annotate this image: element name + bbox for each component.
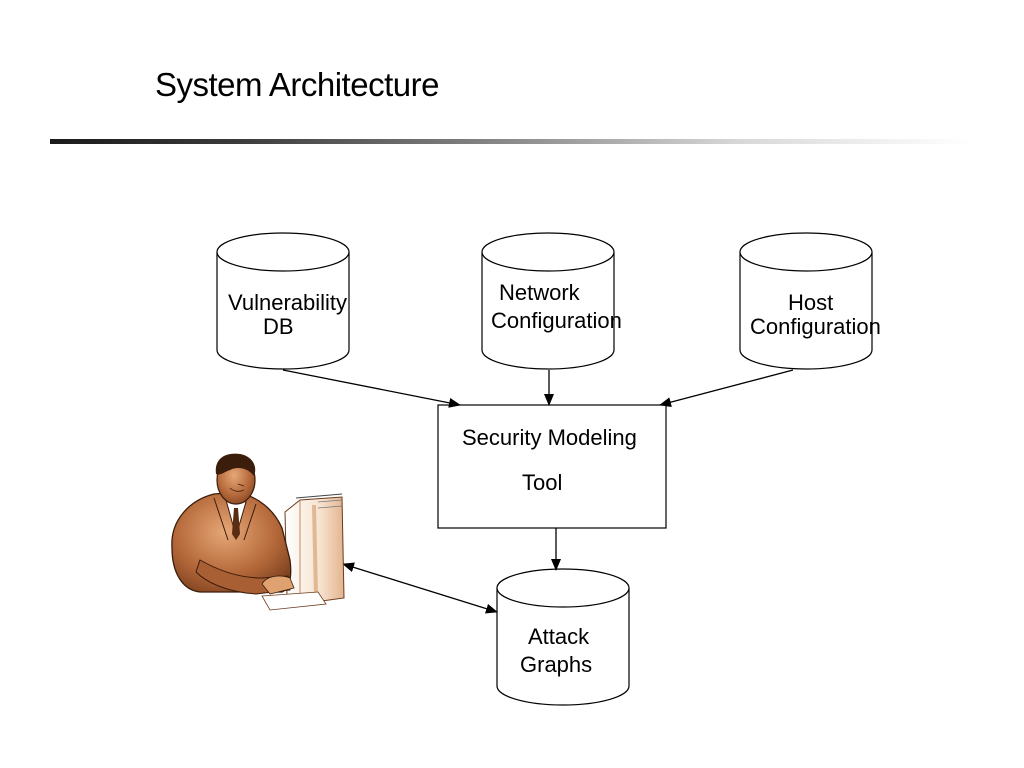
host-configuration-cylinder: Host Configuration (739, 232, 881, 370)
network-configuration-label-line1: Network (499, 280, 581, 305)
host-configuration-label-line1: Host (788, 290, 833, 315)
vulnerability-db-label-line2: DB (263, 314, 294, 339)
security-modeling-tool-label-line2: Tool (522, 470, 562, 495)
attack-graphs-label-line1: Attack (528, 624, 590, 649)
title-divider (50, 139, 970, 144)
arrow-vulnerability-db-to-tool (282, 369, 461, 408)
attack-graphs-label-line2: Graphs (520, 652, 592, 677)
arrow-host-configuration-to-tool (659, 369, 794, 408)
vulnerability-db-label-line1: Vulnerability (228, 290, 347, 315)
vulnerability-db-cylinder: Vulnerability DB (216, 232, 350, 370)
network-configuration-label-line2: Configuration (491, 308, 622, 333)
security-modeling-tool-label-line1: Security Modeling (462, 425, 637, 450)
security-modeling-tool-box: Security Modeling Tool (437, 404, 667, 529)
attack-graphs-cylinder: Attack Graphs (496, 568, 630, 706)
host-configuration-label-line2: Configuration (750, 314, 881, 339)
network-configuration-cylinder: Network Configuration (481, 232, 622, 370)
slide-title: System Architecture (155, 66, 439, 103)
arrow-user-attack-graphs-bidirectional (342, 562, 498, 614)
person-at-computer-icon (171, 453, 345, 611)
